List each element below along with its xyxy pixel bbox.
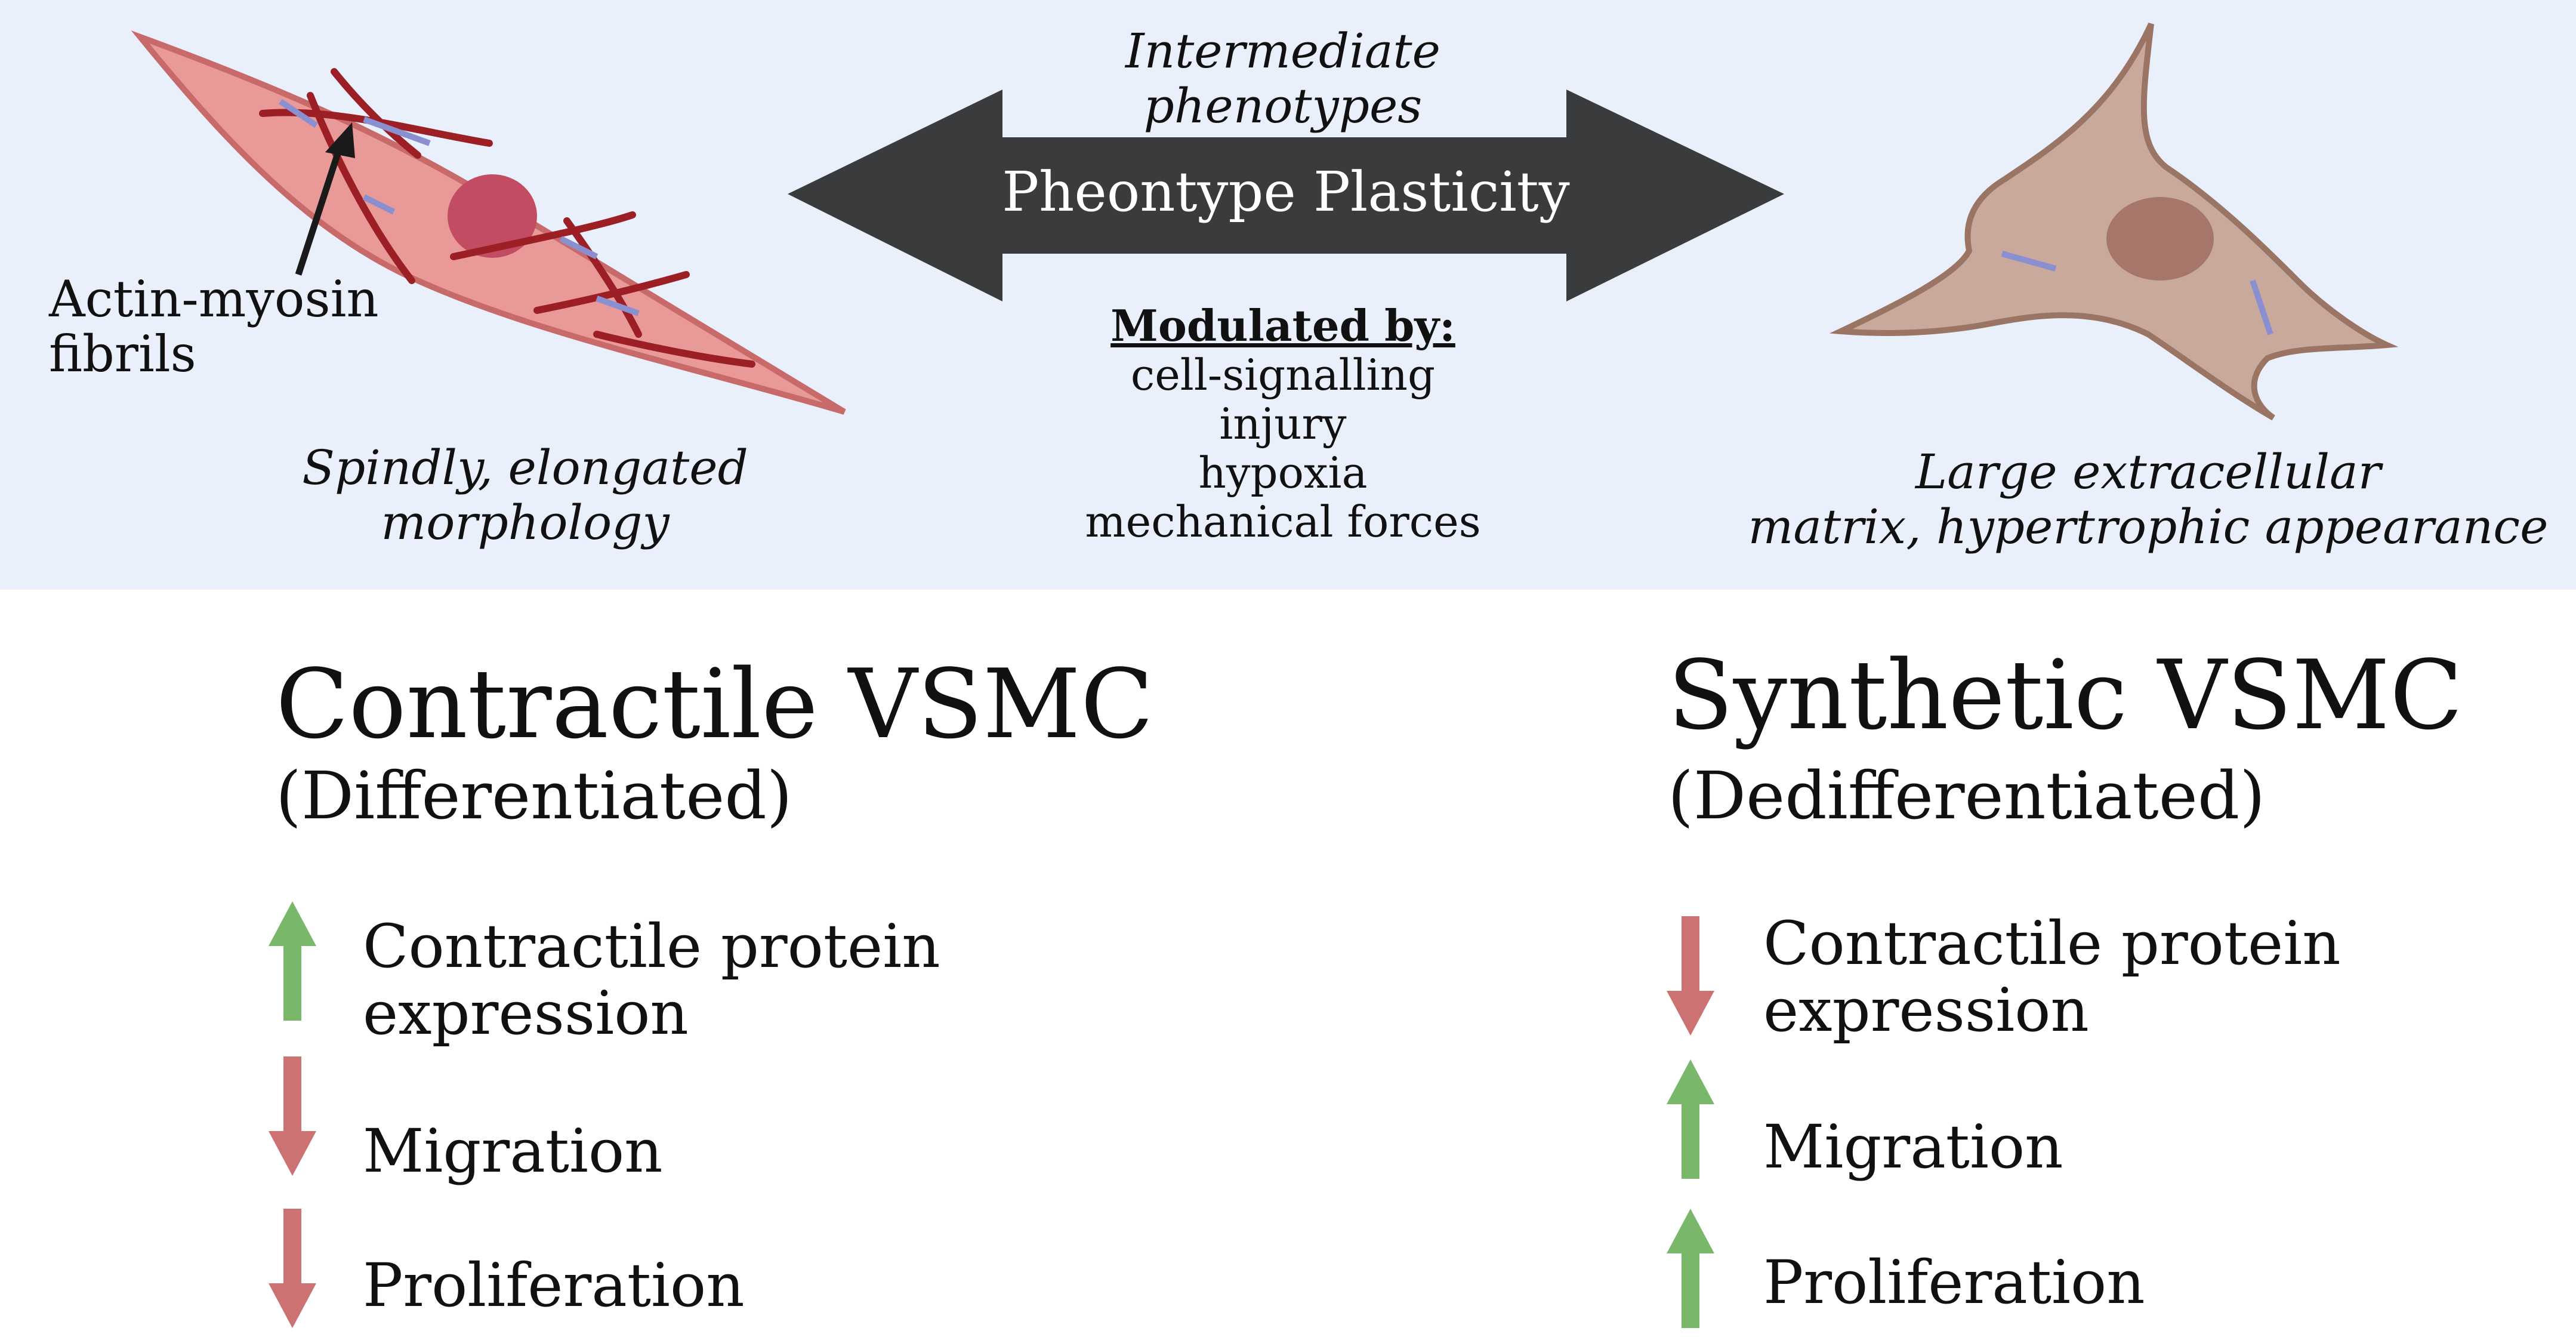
contractile-item-migration: Migration <box>363 1116 663 1186</box>
caption-line-1: Large extracellular <box>1915 444 2381 500</box>
modulators-list: Modulated by: cell-signalling injury hyp… <box>1014 300 1551 547</box>
contractile-fibers <box>259 68 755 368</box>
modulators-heading: Modulated by: <box>1110 300 1455 351</box>
callout-line-2: fibrils <box>49 325 196 383</box>
contractile-item-proliferation: Proliferation <box>363 1250 745 1320</box>
item-line-2: expression <box>1763 975 2089 1045</box>
arrow-down-icon <box>269 1209 316 1328</box>
caption-line-1: Spindly, elongated <box>302 440 748 495</box>
contractile-subtitle: (Differentiated) <box>276 757 792 834</box>
contractile-item-protein-expression: Contractile protein expression <box>363 913 940 1047</box>
synthetic-fibril-marks <box>2001 251 2273 335</box>
synthetic-morphology-caption: Large extracellular matrix, hypertrophic… <box>1719 445 2576 554</box>
synthetic-item-proliferation: Proliferation <box>1763 1247 2145 1317</box>
plasticity-double-arrow <box>788 90 1784 301</box>
callout-arrow <box>295 122 355 276</box>
synthetic-cell-illustration <box>1829 22 2399 421</box>
caption-line-2: matrix, hypertrophic appearance <box>1748 499 2549 554</box>
modulator-item: mechanical forces <box>1085 497 1481 547</box>
intermediate-line-2: phenotypes <box>1143 78 1423 134</box>
synthetic-subtitle: (Dedifferentiated) <box>1668 757 2266 834</box>
synthetic-item-protein-expression: Contractile protein expression <box>1763 910 2341 1044</box>
arrow-down-icon <box>269 1056 316 1176</box>
arrow-down-icon <box>1667 916 1714 1036</box>
arrow-up-icon <box>1667 1209 1714 1328</box>
callout-line-1: Actin-myosin <box>49 270 379 328</box>
plasticity-arrow-label: Pheontype Plasticity <box>1002 160 1570 224</box>
item-line-1: Contractile protein <box>363 911 940 981</box>
item-line-1: Contractile protein <box>1763 908 2341 978</box>
modulator-item: hypoxia <box>1198 448 1368 498</box>
actin-myosin-callout: Actin-myosin fibrils <box>49 272 431 381</box>
contractile-nucleus <box>448 174 537 258</box>
synthetic-nucleus <box>2106 197 2214 281</box>
intermediate-line-1: Intermediate <box>1125 23 1441 79</box>
contractile-cell-illustration <box>131 30 846 415</box>
synthetic-title: Synthetic VSMC <box>1668 639 2463 751</box>
modulator-item: injury <box>1219 399 1347 449</box>
modulator-item: cell-signalling <box>1130 350 1436 400</box>
arrow-up-icon <box>1667 1059 1714 1179</box>
caption-line-2: morphology <box>381 495 670 550</box>
contractile-title: Contractile VSMC <box>276 648 1154 760</box>
arrow-up-icon <box>269 901 316 1021</box>
actin-myosin-fibril-marks <box>279 98 640 316</box>
intermediate-phenotypes-label: Intermediate phenotypes <box>1044 24 1522 134</box>
synthetic-item-migration: Migration <box>1763 1112 2063 1182</box>
contractile-morphology-caption: Spindly, elongated morphology <box>239 440 812 550</box>
item-line-2: expression <box>363 978 689 1048</box>
